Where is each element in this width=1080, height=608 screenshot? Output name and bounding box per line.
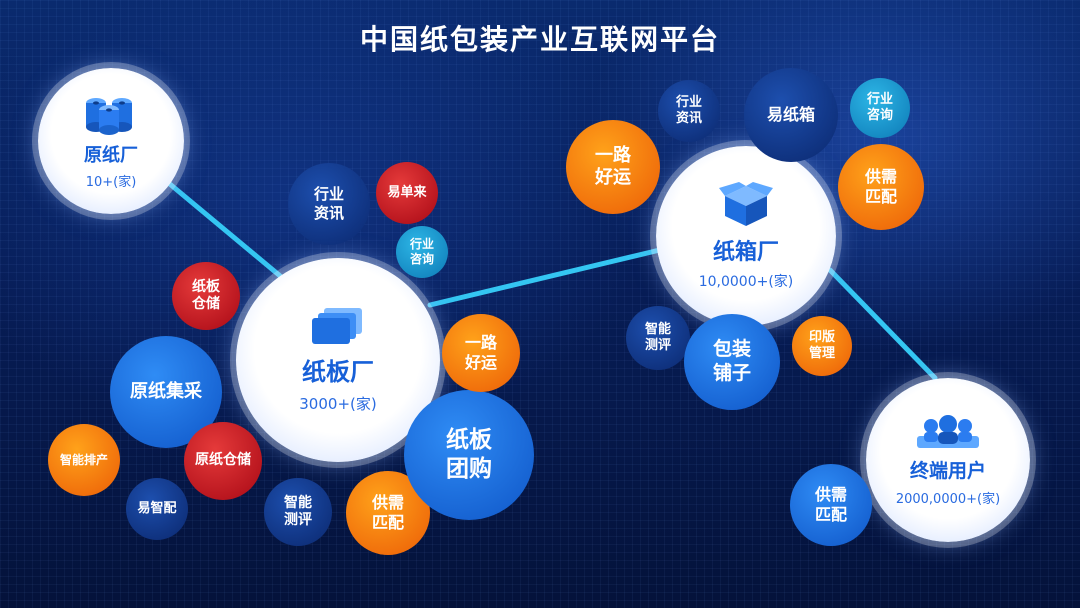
- bubble-packaging-shop[interactable]: 包装 铺子: [684, 314, 780, 410]
- board-sheets-icon: [312, 308, 362, 344]
- hub-name: 纸箱厂: [712, 239, 779, 265]
- bubble-yizhipei[interactable]: 易智配: [126, 478, 188, 540]
- hub-name: 原纸厂: [84, 144, 138, 166]
- hub-count: 2000,0000+(家): [895, 491, 1001, 507]
- link-box-user: [827, 267, 938, 381]
- bubble-industry-consult[interactable]: 行业 咨询: [396, 226, 448, 278]
- hub-count: 3000+(家): [299, 395, 377, 413]
- hub-count: 10+(家): [85, 174, 137, 190]
- hub-board-mill[interactable]: 纸板厂 3000+(家): [236, 258, 440, 462]
- bubble-supply-demand-user[interactable]: 供需 匹配: [790, 464, 872, 546]
- bubble-board-storage[interactable]: 纸板 仓储: [172, 262, 240, 330]
- bubble-yizhixiang[interactable]: 易纸箱: [744, 68, 838, 162]
- bubble-logistics-right[interactable]: 一路 好运: [566, 120, 660, 214]
- bubble-industry-news[interactable]: 行业 资讯: [288, 163, 370, 245]
- bubble-smart-evaluation-right[interactable]: 智能 测评: [626, 306, 690, 370]
- page-title: 中国纸包装产业互联网平台: [359, 23, 720, 56]
- users-icon: [917, 414, 979, 448]
- bubble-raw-paper-storage[interactable]: 原纸仓储: [184, 422, 262, 500]
- box-cube-icon: [719, 181, 773, 226]
- link-paper-board: [162, 177, 288, 283]
- bubble-plate-management[interactable]: 印版 管理: [792, 316, 852, 376]
- bubble-smart-scheduling[interactable]: 智能排产: [48, 424, 120, 496]
- bubble-logistics[interactable]: 一路 好运: [442, 314, 520, 392]
- bubble-industry-consult-right[interactable]: 行业 咨询: [850, 78, 910, 138]
- hub-name: 纸板厂: [302, 358, 374, 386]
- hub-paper-mill[interactable]: 原纸厂 10+(家): [38, 68, 184, 214]
- bubble-industry-news-right[interactable]: 行业 资讯: [658, 80, 720, 142]
- hub-end-user[interactable]: 终端用户 2000,0000+(家): [866, 378, 1030, 542]
- hub-name: 终端用户: [909, 459, 986, 482]
- bubble-yidanlai[interactable]: 易单来: [376, 162, 438, 224]
- hub-count: 10,0000+(家): [698, 273, 794, 290]
- bubble-smart-evaluation[interactable]: 智能 测评: [264, 478, 332, 546]
- paper-rolls-icon: [86, 97, 132, 135]
- hub-box-factory[interactable]: 纸箱厂 10,0000+(家): [656, 146, 836, 326]
- bubble-supply-demand-right[interactable]: 供需 匹配: [838, 144, 924, 230]
- link-board-box: [427, 245, 671, 308]
- bubble-board-group-buy[interactable]: 纸板 团购: [404, 390, 534, 520]
